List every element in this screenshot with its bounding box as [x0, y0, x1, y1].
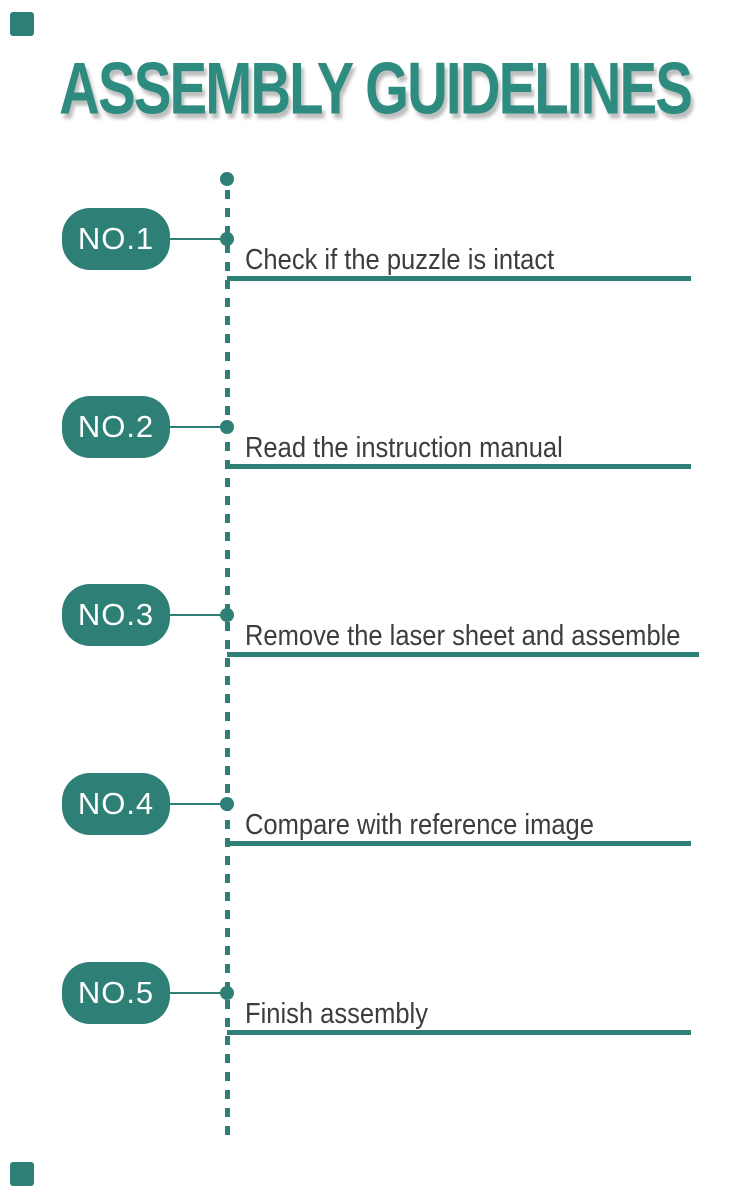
step-underline	[227, 1030, 691, 1035]
step-number-badge: NO.5	[62, 962, 170, 1024]
bottom-left-corner-square-decoration	[10, 1162, 34, 1186]
step-underline	[227, 652, 699, 657]
step-label: Remove the laser sheet and assemble	[245, 620, 681, 652]
connector-dot	[220, 608, 234, 622]
page-title: ASSEMBLY GUIDELINES	[59, 47, 693, 130]
step-number: NO.1	[77, 220, 155, 256]
connector-dot	[220, 232, 234, 246]
step-number-badge: NO.1	[62, 208, 170, 270]
top-left-corner-square-decoration	[10, 12, 34, 36]
connector-line	[170, 803, 222, 805]
step-underline	[227, 276, 691, 281]
step-number: NO.4	[77, 785, 155, 821]
connector-line	[170, 614, 222, 616]
connector-line	[170, 426, 222, 428]
step-label: Compare with reference image	[245, 809, 594, 841]
step-label: Read the instruction manual	[245, 432, 563, 464]
step-number-badge: NO.3	[62, 584, 170, 646]
step-underline	[227, 841, 691, 846]
step-label: Finish assembly	[245, 998, 428, 1030]
connector-line	[170, 992, 222, 994]
step-number-badge: NO.4	[62, 773, 170, 835]
page-title-container: ASSEMBLY GUIDELINES	[0, 48, 750, 129]
step-number-badge: NO.2	[62, 396, 170, 458]
connector-dot	[220, 986, 234, 1000]
step-number: NO.5	[77, 974, 155, 1010]
step-number: NO.2	[77, 408, 155, 444]
step-underline	[227, 464, 691, 469]
connector-line	[170, 238, 222, 240]
step-number: NO.3	[77, 596, 155, 632]
timeline-dashed-line	[225, 190, 230, 1138]
timeline-start-dot	[220, 172, 234, 186]
step-label: Check if the puzzle is intact	[245, 244, 555, 276]
connector-dot	[220, 420, 234, 434]
connector-dot	[220, 797, 234, 811]
